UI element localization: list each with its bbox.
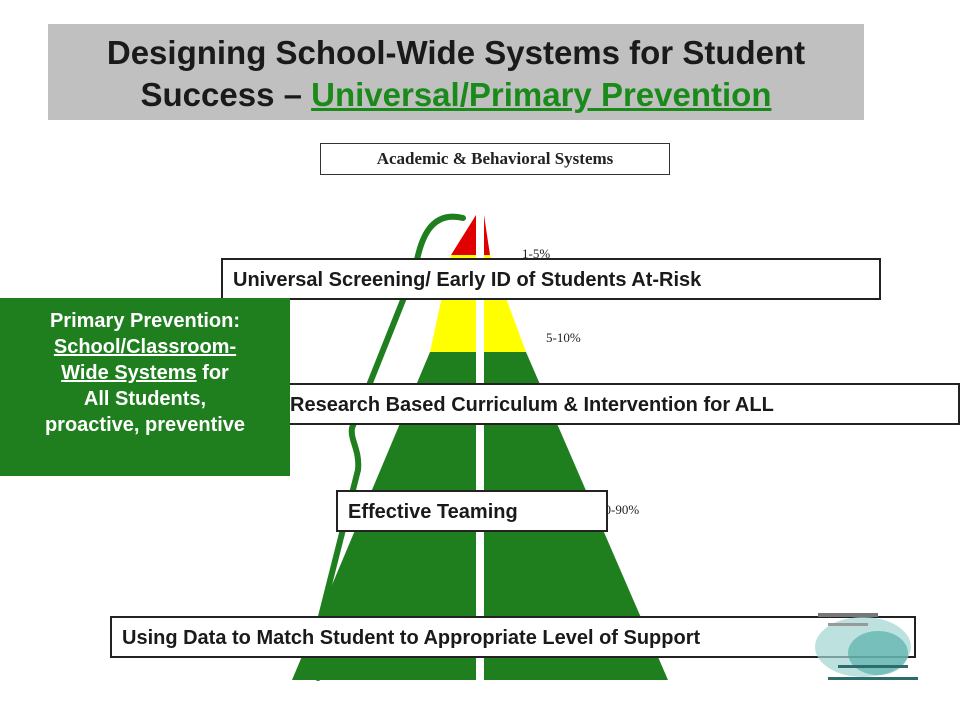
pyramid-right-red <box>484 215 490 255</box>
label-universal-screening: Universal Screening/ Early ID of Student… <box>221 258 881 300</box>
pyramid-left-red <box>451 215 476 255</box>
tier-bottom-percent: 80-90% <box>598 502 640 517</box>
label-effective-teaming: Effective Teaming <box>336 490 608 532</box>
primary-line-4: All Students, <box>83 388 207 410</box>
slide-title: Designing School-Wide Systems for Studen… <box>48 24 864 120</box>
pbis-logo-icon <box>815 613 918 680</box>
title-link[interactable]: Universal/Primary Prevention <box>311 76 772 113</box>
primary-prevention-box: Primary Prevention: School/Classroom- Wi… <box>0 298 290 476</box>
label-research-curriculum: Research Based Curriculum & Intervention… <box>278 383 960 425</box>
primary-line-3: Wide Systems for <box>0 360 290 386</box>
tier-top-percent: 1-5% <box>522 246 551 261</box>
subtitle-box: Academic & Behavioral Systems <box>320 143 670 175</box>
title-line-1: Designing School-Wide Systems for Studen… <box>106 34 806 71</box>
primary-line-2: School/Classroom- <box>53 336 237 358</box>
tier-middle-percent: 5-10% <box>546 330 581 345</box>
label-using-data: Using Data to Match Student to Appropria… <box>110 616 916 658</box>
primary-line-1: Primary Prevention: <box>49 310 241 332</box>
primary-line-5: proactive, preventive <box>44 414 246 436</box>
bracket-curve <box>306 213 466 681</box>
primary-line-3-rest: for <box>196 362 229 384</box>
primary-line-3-underlined: Wide Systems <box>61 362 197 384</box>
title-line-2-prefix: Success – <box>140 76 312 113</box>
title-line-2: Success – Universal/Primary Prevention <box>48 74 864 116</box>
